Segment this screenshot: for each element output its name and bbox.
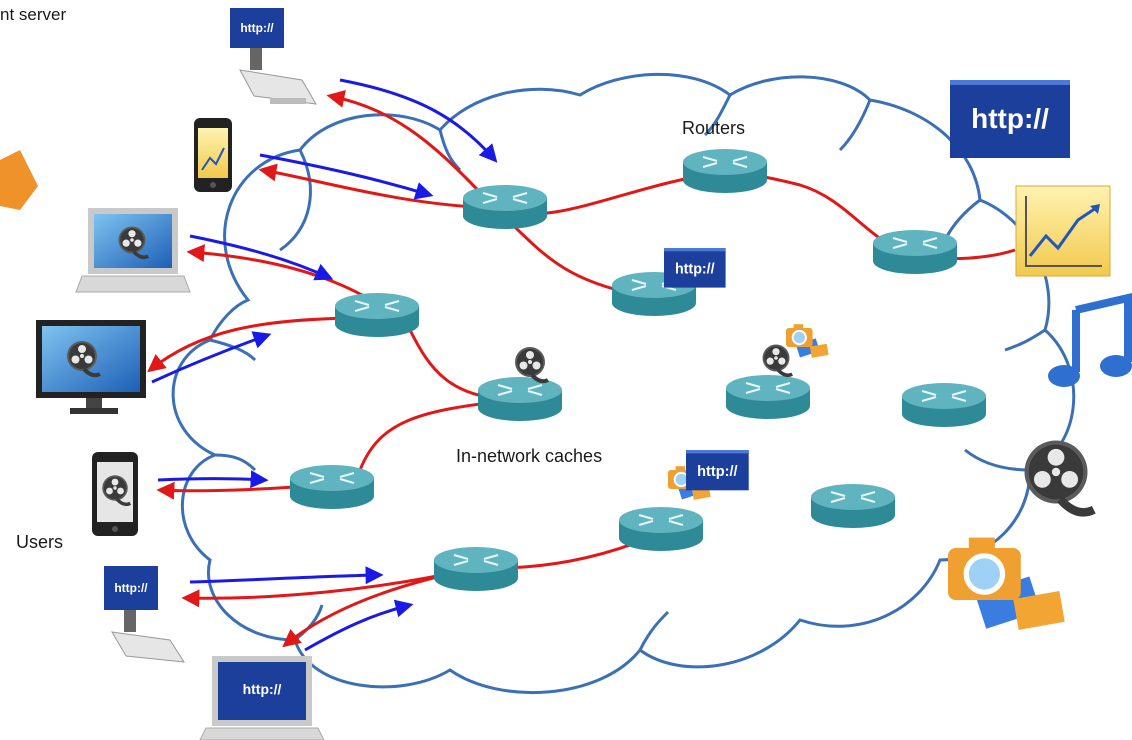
router-icon: [617, 505, 705, 553]
http-badge-label: http://: [243, 681, 282, 697]
orange-arrow-icon: [0, 150, 38, 210]
music-note-icon: [1048, 292, 1132, 387]
request-arrows: [151, 78, 498, 652]
video-reel-icon: [760, 342, 795, 378]
router-icon: [681, 147, 769, 195]
users-label: Users: [16, 532, 63, 552]
red-path-to-monitor: [147, 316, 351, 373]
routers-label: Routers: [682, 118, 745, 138]
http-badge-label: http://: [675, 261, 715, 277]
router-icon: [900, 381, 988, 429]
router-icon: [333, 291, 421, 339]
routers: [288, 147, 988, 593]
smartphone-chart-icon: [194, 118, 232, 192]
router-icon: [871, 228, 959, 276]
cache-http-badge-upper: http://: [664, 248, 726, 288]
red-path-to-desktop-bottom: [181, 566, 476, 608]
camera-photo-icon: [785, 323, 830, 359]
router-icon: [461, 183, 549, 231]
router-icon: [724, 373, 812, 421]
http-badge-label: http://: [971, 103, 1049, 134]
camera-photo-icon: [948, 538, 1065, 630]
router-icon: [809, 482, 897, 530]
http-badge-label: http://: [114, 581, 148, 595]
router-icon: [288, 463, 376, 511]
http-badge-label: http://: [240, 21, 274, 35]
desktop-http-icon: http://: [230, 8, 317, 105]
laptop-http-icon: http://: [199, 656, 325, 740]
red-path-to-desktop-top: [326, 90, 497, 210]
desktop-http-icon: http://: [104, 566, 185, 663]
http-badge-label: http://: [697, 464, 737, 480]
video-reel-icon: [513, 345, 550, 384]
response-paths: [147, 90, 1016, 648]
router-icon: [432, 545, 520, 593]
red-path-to-phone-top: [258, 163, 496, 210]
chart-icon: [1015, 185, 1111, 277]
in-network-caches-label: In-network caches: [456, 446, 602, 466]
server-http-icon: http://: [950, 80, 1070, 158]
film-reel-icon: [1025, 441, 1094, 513]
cache-http-badge-lower: http://: [686, 450, 749, 491]
content-server-label: nt server: [0, 5, 66, 24]
router-icon: [476, 375, 564, 423]
